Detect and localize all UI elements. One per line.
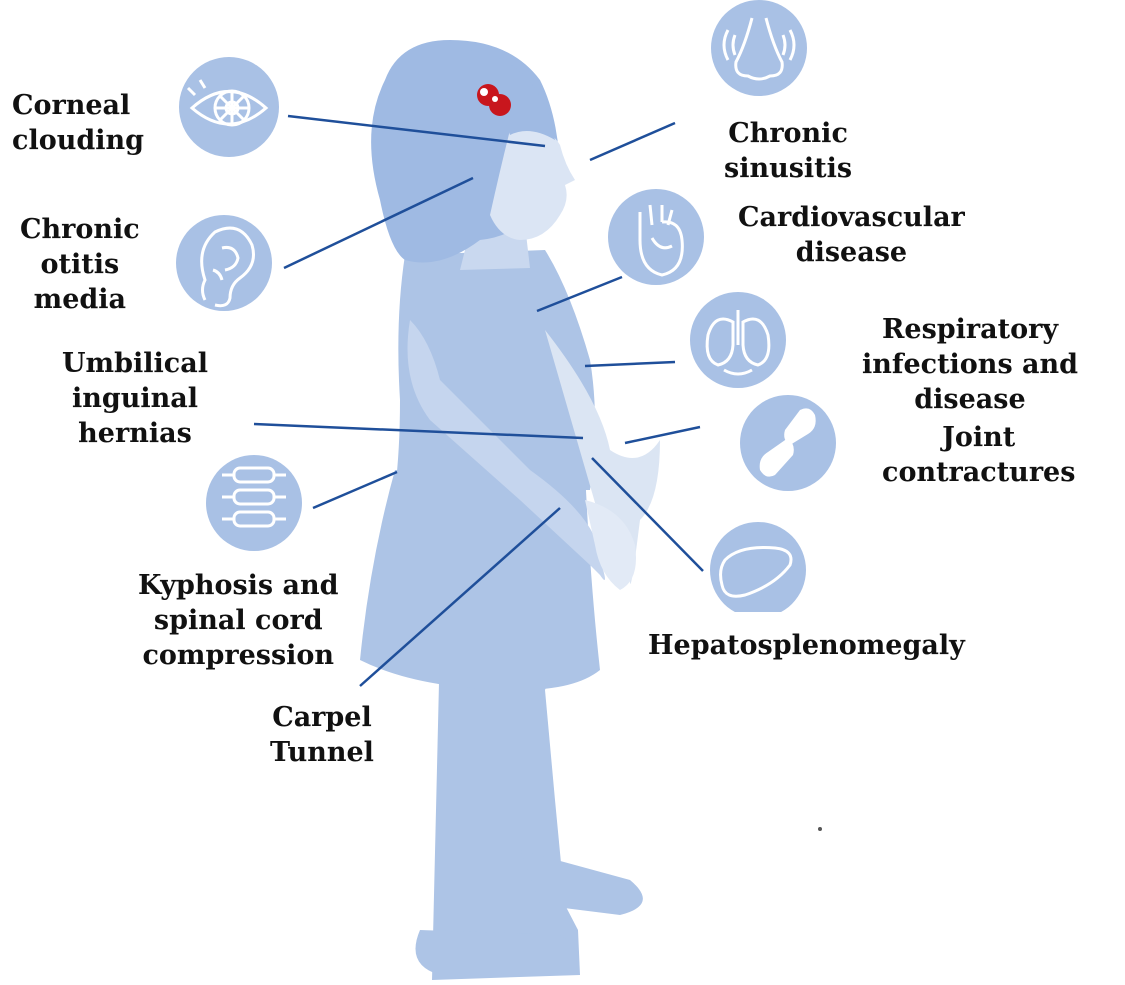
- label-chronic-otitis-media: Chronic otitis media: [20, 212, 140, 317]
- child-back-foot: [416, 930, 578, 975]
- label-kyphosis: Kyphosis and spinal cord compression: [138, 568, 339, 673]
- label-chronic-sinusitis: Chronic sinusitis: [724, 116, 852, 186]
- eye-icon: [179, 57, 279, 157]
- label-cardiovascular-disease: Cardiovascular disease: [738, 200, 965, 270]
- heart-icon: [608, 189, 704, 285]
- ear-icon: [176, 215, 272, 311]
- line-sinusitis: [590, 123, 675, 160]
- child-legs: [432, 640, 580, 980]
- label-hepatosplenomegaly: Hepatosplenomegaly: [648, 628, 965, 663]
- label-carpel-tunnel: Carpel Tunnel: [270, 700, 374, 770]
- stray-dot: [818, 827, 822, 831]
- label-corneal-clouding: Corneal clouding: [12, 88, 144, 158]
- label-joint-contractures: Joint contractures: [882, 420, 1075, 490]
- line-lungs: [585, 362, 675, 366]
- liver-icon: [700, 522, 820, 632]
- line-kyphosis: [313, 472, 397, 508]
- nose-icon: [711, 0, 807, 96]
- label-respiratory: Respiratory infections and disease: [815, 312, 1125, 417]
- label-umbilical-inguinal-hernias: Umbilical inguinal hernias: [62, 346, 208, 451]
- line-joint: [625, 427, 700, 443]
- spine-icon: [206, 455, 302, 551]
- lungs-icon: [690, 292, 786, 388]
- child-silhouette: [360, 40, 660, 980]
